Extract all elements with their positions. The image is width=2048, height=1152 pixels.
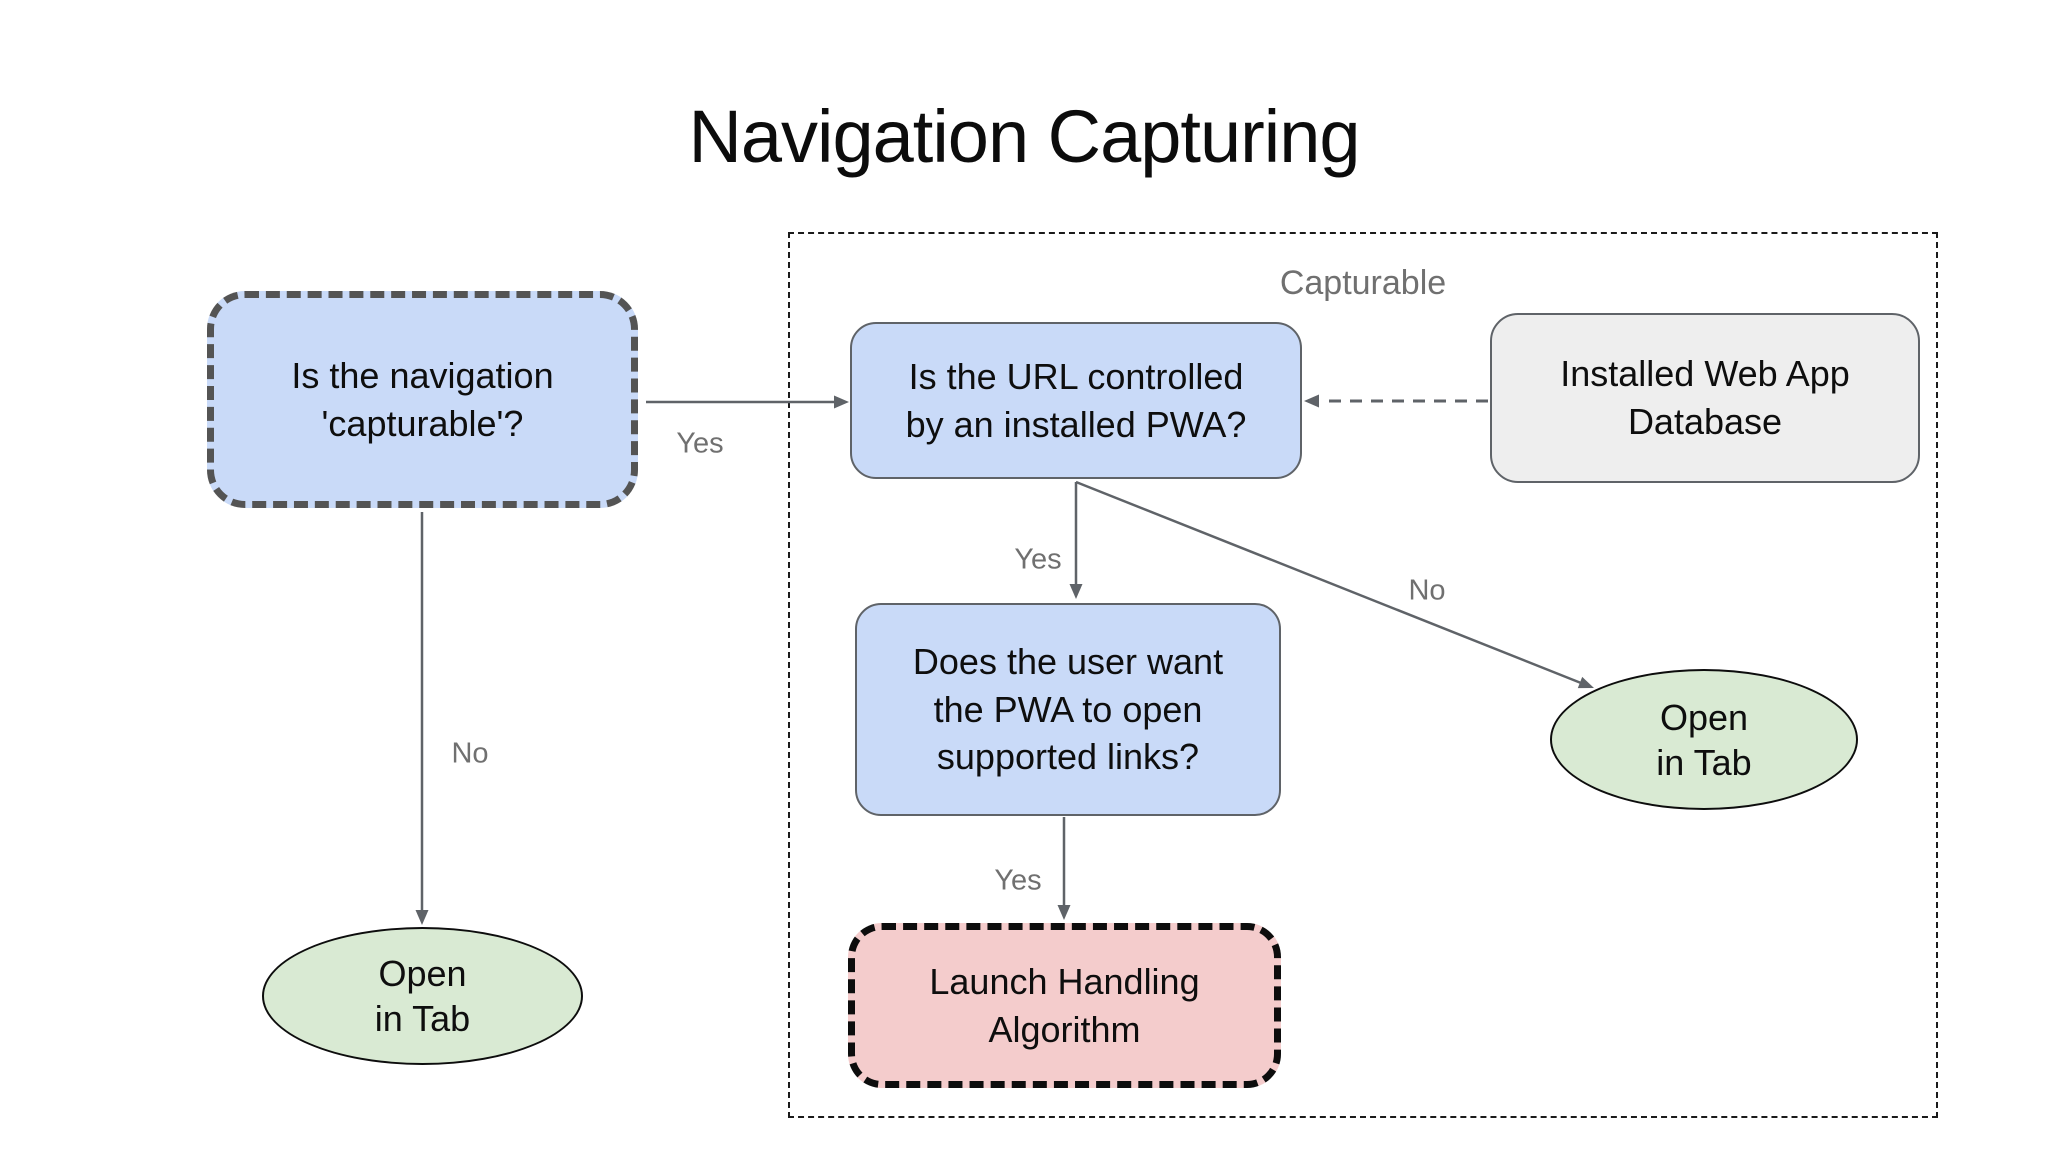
page-title: Navigation Capturing: [688, 95, 1360, 178]
node-is-url-controlled-label: Is the URL controlled by an installed PW…: [905, 355, 1247, 445]
node-launch-handling-algorithm: Launch Handling Algorithm: [848, 923, 1281, 1088]
capturable-group-container: Capturable: [788, 232, 1938, 1118]
edge-label-capturable-yes: Yes: [676, 427, 724, 460]
node-is-navigation-capturable-label: Is the navigation 'capturable'?: [291, 354, 554, 444]
node-installed-web-app-database: Installed Web App Database: [1490, 313, 1920, 483]
capturable-group-label: Capturable: [1279, 264, 1447, 302]
node-is-url-controlled: Is the URL controlled by an installed PW…: [850, 322, 1302, 479]
edge-label-user-want-yes: Yes: [994, 864, 1042, 897]
node-installed-web-app-database-label: Installed Web App Database: [1560, 353, 1850, 442]
node-does-user-want-pwa-label: Does the user want the PWA to open suppo…: [912, 640, 1224, 778]
node-is-navigation-capturable: Is the navigation 'capturable'?: [207, 291, 638, 508]
edge-label-capturable-no: No: [451, 737, 489, 770]
node-open-in-tab-left-label: Open in Tab: [374, 953, 471, 1039]
node-open-in-tab-right-label: Open in Tab: [1656, 696, 1752, 783]
edge-label-url-yes: Yes: [1014, 543, 1062, 576]
arrowhead-capturable-no: [415, 910, 429, 925]
edge-label-url-no: No: [1408, 574, 1446, 607]
node-open-in-tab-right: Open in Tab: [1550, 669, 1858, 810]
node-does-user-want-pwa: Does the user want the PWA to open suppo…: [855, 603, 1281, 816]
node-open-in-tab-left: Open in Tab: [262, 927, 583, 1065]
node-launch-handling-algorithm-label: Launch Handling Algorithm: [929, 960, 1200, 1050]
